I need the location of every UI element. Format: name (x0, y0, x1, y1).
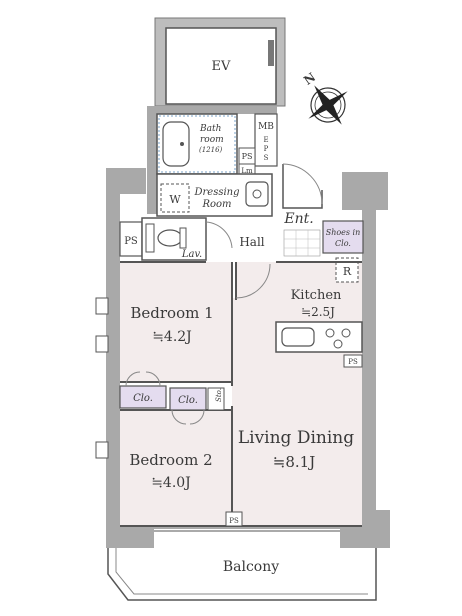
structure-walls (106, 106, 390, 548)
svg-text:Clo.: Clo. (133, 393, 153, 404)
ps-left: PS (119, 221, 143, 257)
bath-label-1: Bath (199, 124, 221, 134)
living-dining: Living Dining ≒8.1J (238, 428, 354, 471)
bedroom-1: Bedroom 1 ≒4.2J (95, 297, 214, 353)
closet-2: Clo. (169, 387, 207, 425)
svg-text:PS: PS (229, 517, 239, 525)
bedroom-2: Bedroom 2 ≒4.0J (95, 441, 213, 491)
living-label: Living Dining (238, 428, 354, 448)
shoes-label-2: Clo. (335, 239, 351, 248)
lavatory: Lav. (141, 217, 233, 261)
ev-label: EV (212, 59, 231, 74)
ent-label: Ent. (283, 211, 313, 227)
dressing-label-1: Dressing (193, 187, 239, 198)
fridge-label: R (343, 265, 352, 278)
bath-label-2: room (200, 135, 224, 145)
hall-label: Hall (239, 235, 264, 249)
ps-top: PS Lm (238, 147, 256, 177)
shoes-closet: Shoes in Clo. (322, 220, 364, 254)
ps-bottom: PS (225, 511, 243, 527)
ps-kitchen-label: PS (348, 358, 358, 366)
kitchen: R Kitchen ≒2.5J PS (275, 257, 363, 368)
dressing-room: W Dressing Room (156, 173, 273, 217)
washer-label: W (169, 193, 181, 206)
eps-label-s: S (264, 154, 269, 162)
balcony-label: Balcony (223, 559, 279, 575)
bedroom2-label: Bedroom 2 (129, 451, 212, 469)
bathroom: Bath room (1216) (156, 113, 238, 175)
kitchen-label: Kitchen (291, 288, 342, 303)
bedroom1-label: Bedroom 1 (130, 304, 213, 322)
north-label: N (301, 70, 318, 88)
svg-text:PS: PS (242, 152, 253, 161)
svg-text:PS: PS (124, 236, 138, 247)
lm-label: Lm (241, 167, 253, 175)
kitchen-size: ≒2.5J (301, 305, 335, 319)
balcony: Balcony (107, 548, 377, 601)
bedroom2-size: ≒4.0J (151, 475, 191, 491)
north-arrow-icon: N (301, 70, 348, 125)
bedroom1-size: ≒4.2J (152, 329, 192, 345)
mb-eps: MB E P S (254, 113, 278, 167)
window-rail (154, 527, 340, 532)
elevator: EV (154, 17, 286, 107)
eps-label-p: P (264, 145, 269, 153)
bath-label-3: (1216) (199, 146, 223, 154)
dressing-label-2: Room (201, 199, 231, 210)
shoes-label-1: Shoes in (326, 228, 361, 237)
eps-label-e: E (263, 136, 268, 144)
living-size: ≒8.1J (273, 453, 315, 471)
closet-1: Clo. (119, 371, 167, 409)
lav-label: Lav. (181, 249, 202, 260)
svg-text:Clo.: Clo. (178, 395, 198, 406)
entrance: Ent. (282, 163, 323, 257)
mb-label: MB (258, 122, 274, 132)
svg-text:Sto.: Sto. (215, 388, 223, 402)
storage: Sto. (207, 387, 225, 411)
